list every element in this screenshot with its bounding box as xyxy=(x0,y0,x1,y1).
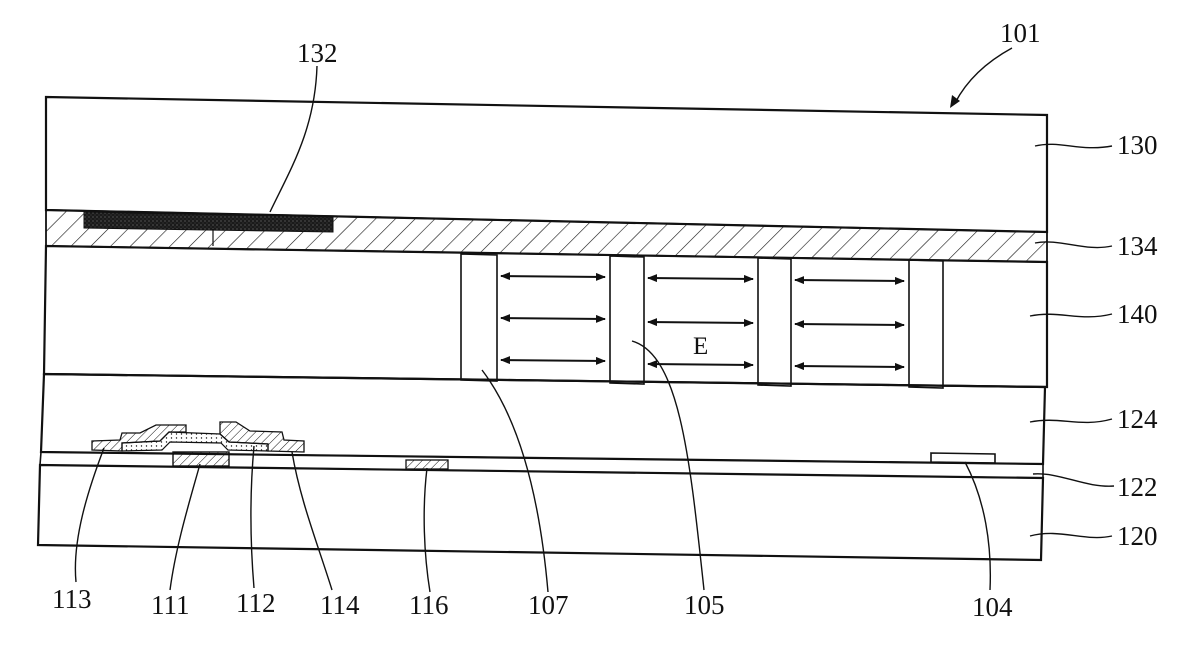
leader-124 xyxy=(1030,419,1112,422)
reference-labels: 101 130 132 134 140 124 122 120 113 111 … xyxy=(52,18,1158,622)
leader-132 xyxy=(270,66,317,212)
field-arrow xyxy=(501,276,605,277)
leader-107 xyxy=(482,370,548,592)
electrode-107 xyxy=(461,254,497,381)
pad-104 xyxy=(931,453,995,463)
field-label-e: E xyxy=(693,333,708,360)
label-116: 116 xyxy=(409,590,449,620)
label-107: 107 xyxy=(528,590,569,620)
label-114: 114 xyxy=(320,590,360,620)
leader-140 xyxy=(1030,314,1112,317)
leader-lines xyxy=(75,48,1114,592)
lower-substrate-120 xyxy=(38,465,1043,560)
label-122: 122 xyxy=(1117,472,1158,502)
leader-114 xyxy=(292,452,332,590)
label-134: 134 xyxy=(1117,231,1158,261)
field-arrow xyxy=(648,364,753,365)
gate-electrode-111 xyxy=(173,452,229,466)
field-arrow xyxy=(648,322,753,323)
label-132: 132 xyxy=(297,38,338,68)
field-arrow xyxy=(795,366,904,367)
thin-film-transistor xyxy=(92,422,304,466)
electrode-3 xyxy=(758,258,791,386)
label-101: 101 xyxy=(1000,18,1041,48)
leader-113 xyxy=(75,448,104,582)
label-130: 130 xyxy=(1117,130,1158,160)
leader-122 xyxy=(1033,474,1114,486)
label-124: 124 xyxy=(1117,404,1158,434)
label-105: 105 xyxy=(684,590,725,620)
label-104: 104 xyxy=(972,592,1013,622)
upper-substrate-130 xyxy=(46,97,1047,232)
insulating-layer-124 xyxy=(41,374,1045,464)
label-140: 140 xyxy=(1117,299,1158,329)
leader-116 xyxy=(424,468,430,592)
field-arrow xyxy=(501,318,605,319)
electrode-105 xyxy=(610,256,644,384)
field-arrow xyxy=(648,278,753,279)
liquid-crystal-layer-140 xyxy=(44,246,1047,387)
label-111: 111 xyxy=(151,590,190,620)
field-arrow xyxy=(795,280,904,281)
leader-101 xyxy=(955,48,1012,103)
electrode-4 xyxy=(909,260,943,388)
field-arrow xyxy=(795,324,904,325)
label-120: 120 xyxy=(1117,521,1158,551)
label-112: 112 xyxy=(236,588,276,618)
field-arrow xyxy=(501,360,605,361)
leader-111 xyxy=(170,464,200,590)
leader-105 xyxy=(632,341,704,590)
label-113: 113 xyxy=(52,584,92,614)
electrode-116 xyxy=(406,460,448,469)
leader-104 xyxy=(965,462,990,590)
electrode-group xyxy=(461,254,943,388)
